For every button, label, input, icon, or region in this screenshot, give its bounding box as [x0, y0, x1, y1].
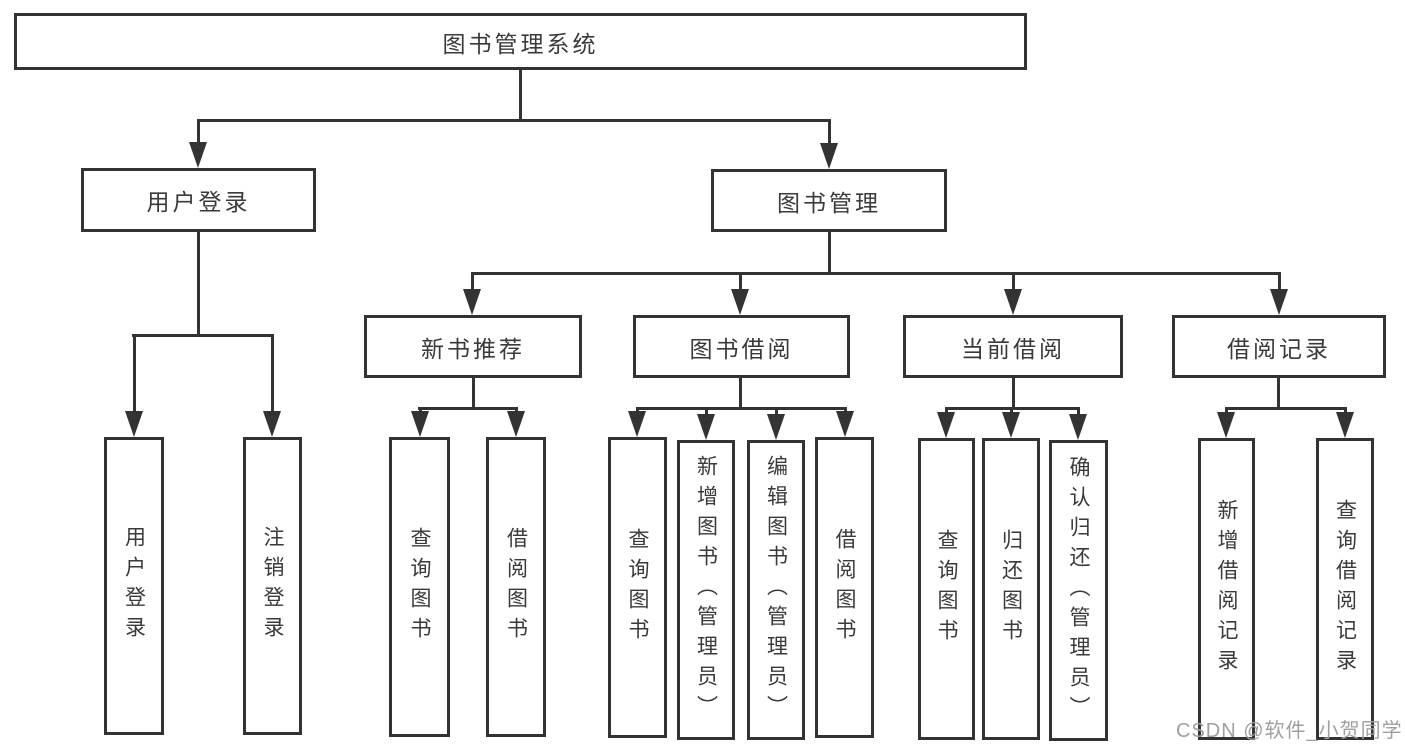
- arrowhead-borrowing: [731, 289, 749, 315]
- connector-recommend-bar: [418, 407, 518, 410]
- leaf-add-borrow-record: 新增借阅记录: [1198, 438, 1255, 740]
- leaf-add-book-admin: 新增图书（管理员）: [677, 440, 735, 740]
- arrowhead-recommend: [463, 289, 481, 315]
- leaf-query-books-borrow: 查询图书: [608, 437, 667, 738]
- connector-records-drop: [1277, 378, 1280, 410]
- leaf-query-books-current-label: 查询图书: [935, 529, 958, 649]
- node-library-system: 图书管理系统: [14, 13, 1027, 70]
- leaf-return-book: 归还图书: [982, 438, 1040, 740]
- connector-current-bar: [945, 407, 1080, 410]
- arrowhead-current: [1004, 289, 1022, 315]
- leaf-return-book-label: 归还图书: [999, 529, 1023, 649]
- connector-leaf-stub-10: [1225, 407, 1228, 416]
- leaf-add-borrow-record-label: 新增借阅记录: [1215, 499, 1238, 679]
- arrowhead-records: [1270, 289, 1288, 315]
- arrowhead-leaf-5: [767, 414, 785, 440]
- leaf-borrow-books-borrow: 借阅图书: [815, 437, 874, 738]
- arrowhead-leaf-10: [1217, 412, 1235, 438]
- leaf-borrow-books-borrow-label: 借阅图书: [833, 527, 856, 648]
- arrowhead-user-login: [189, 142, 207, 168]
- leaf-query-books-recommend-label: 查询图书: [408, 527, 431, 647]
- arrowhead-leaf-6: [836, 411, 854, 437]
- connector-records-stub: [1278, 272, 1281, 291]
- connector-leaf-user-login-stub: [133, 334, 136, 413]
- leaf-query-books-borrow-label: 查询图书: [626, 527, 649, 648]
- arrowhead-leaf-1: [411, 411, 429, 437]
- arrowhead-leaf-4: [697, 414, 715, 440]
- connector-borrowing-bar: [636, 407, 847, 410]
- leaf-query-borrow-record-label: 查询借阅记录: [1333, 499, 1357, 679]
- leaf-query-books-current: 查询图书: [918, 438, 975, 740]
- leaf-borrow-books-recommend: 借阅图书: [486, 437, 546, 737]
- arrowhead-leaf-user-login: [125, 411, 143, 437]
- leaf-edit-book-admin: 编辑图书（管理员）: [747, 440, 805, 740]
- leaf-query-borrow-record: 查询借阅记录: [1316, 438, 1374, 740]
- connector-borrowing-drop: [739, 378, 742, 410]
- connector-book-mgmt-stub: [828, 119, 831, 152]
- node-new-book-recommend: 新书推荐: [364, 315, 582, 378]
- leaf-confirm-return-admin: 确认归还（管理员）: [1049, 440, 1108, 741]
- connector-borrowing-stub: [739, 272, 742, 291]
- connector-recommend-drop: [472, 378, 475, 410]
- arrowhead-leaf-3: [628, 411, 646, 437]
- arrowhead-leaf-8: [1002, 412, 1020, 438]
- node-borrowing-records: 借阅记录: [1172, 315, 1386, 378]
- leaf-query-books-recommend: 查询图书: [389, 437, 450, 737]
- connector-leaf-stub-8: [1010, 407, 1013, 416]
- connector-current-drop: [1012, 378, 1015, 410]
- connector-leaf-stub-4: [705, 407, 708, 416]
- connector-user-bar: [132, 334, 274, 337]
- node-book-management: 图书管理: [711, 169, 947, 232]
- connector-current-stub: [1012, 272, 1015, 291]
- leaf-confirm-return-admin-label: 确认归还（管理员）: [1067, 455, 1090, 726]
- connector-level1-bar: [197, 119, 831, 122]
- connector-leaf-stub-11: [1344, 407, 1347, 416]
- connector-records-bar: [1225, 407, 1346, 410]
- leaf-user-login: 用户登录: [104, 437, 164, 735]
- connector-leaf-stub-5: [775, 407, 778, 416]
- arrowhead-leaf-logout: [263, 411, 281, 437]
- connector-root-drop: [519, 70, 522, 122]
- connector-leaf-stub-9: [1077, 407, 1080, 416]
- leaf-logout: 注销登录: [243, 437, 302, 735]
- arrowhead-leaf-11: [1336, 412, 1354, 438]
- connector-book-mgmt-drop: [828, 232, 831, 275]
- arrowhead-leaf-9: [1069, 414, 1087, 440]
- csdn-watermark: CSDN @软件_小贺同学: [1176, 720, 1403, 742]
- connector-recommend-stub: [471, 272, 474, 291]
- leaf-borrow-books-recommend-label: 借阅图书: [504, 527, 528, 647]
- node-user-login: 用户登录: [81, 168, 316, 232]
- connector-level2-bar: [471, 272, 1281, 275]
- leaf-user-login-label: 用户登录: [122, 526, 146, 646]
- arrowhead-book-mgmt: [820, 143, 838, 169]
- connector-leaf-stub-7: [945, 407, 948, 416]
- node-current-borrowing: 当前借阅: [903, 315, 1123, 378]
- arrowhead-leaf-2: [507, 411, 525, 437]
- leaf-logout-label: 注销登录: [261, 526, 284, 646]
- connector-leaf-logout-stub: [271, 334, 274, 413]
- leaf-add-book-admin-label: 新增图书（管理员）: [694, 455, 718, 725]
- leaf-edit-book-admin-label: 编辑图书（管理员）: [764, 455, 788, 725]
- node-book-borrowing: 图书借阅: [633, 315, 850, 378]
- arrowhead-leaf-7: [937, 412, 955, 438]
- connector-user-login-drop: [197, 232, 200, 337]
- connector-user-login-stub: [197, 119, 200, 151]
